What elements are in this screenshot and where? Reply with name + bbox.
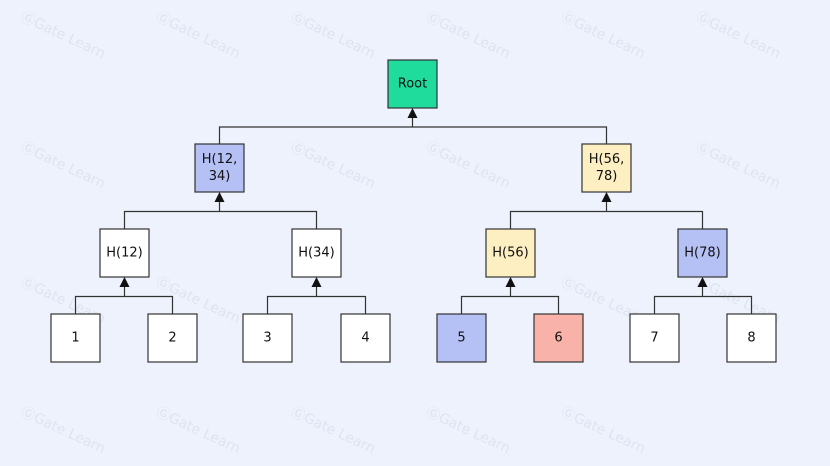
connector-line [460, 295, 560, 314]
node-box-h34 [291, 228, 342, 278]
node-label-h56: H(56) [492, 246, 528, 261]
arrow-up-icon [505, 277, 516, 287]
node-box-h1234 [194, 143, 245, 193]
node-box-l2 [147, 313, 198, 363]
watermark-text: ⒼGate Learn [288, 404, 377, 457]
watermark-text: ⒼGate Learn [288, 9, 377, 62]
node-label-h34: H(34) [298, 246, 334, 261]
watermark-text: ⒼGate Learn [693, 9, 782, 62]
node-label-h78: H(78) [684, 246, 720, 261]
node-box-l8 [726, 313, 777, 363]
node-label-l8: 8 [747, 331, 755, 346]
watermark-text: ⒼGate Learn [153, 9, 242, 62]
connector-line [218, 126, 608, 144]
arrow-up-icon [407, 108, 418, 118]
node-box-h78 [677, 228, 728, 278]
node-label-h5678: 78) [596, 169, 618, 184]
node-label-l5: 5 [457, 331, 465, 346]
watermark-text: ⒼGate Learn [18, 404, 107, 457]
watermark-text: ⒼGate Learn [423, 9, 512, 62]
node-box-h5678 [581, 143, 632, 193]
node-box-l6 [533, 313, 584, 363]
node-box-l3 [242, 313, 293, 363]
node-box-l5 [436, 313, 487, 363]
watermark-text: ⒼGate Learn [18, 139, 107, 192]
node-label-l3: 3 [263, 331, 271, 346]
node-box-l1 [50, 313, 101, 363]
node-label-l4: 4 [361, 331, 369, 346]
watermark-text: ⒼGate Learn [558, 9, 647, 62]
watermark-text: ⒼGate Learn [558, 404, 647, 457]
node-label-root: Root [398, 77, 427, 92]
connector-line [266, 295, 367, 314]
arrow-up-icon [214, 192, 225, 202]
arrow-up-icon [601, 192, 612, 202]
watermark-text: ⒼGate Learn [423, 139, 512, 192]
node-box-h12 [99, 228, 150, 278]
watermark-text: ⒼGate Learn [153, 404, 242, 457]
node-label-h5678: H(56, [589, 152, 625, 167]
node-label-l7: 7 [650, 331, 658, 346]
node-box-l4 [340, 313, 391, 363]
node-box-root [387, 59, 438, 109]
node-box-l7 [629, 313, 680, 363]
node-label-h12: H(12) [106, 246, 142, 261]
arrow-up-icon [119, 277, 130, 287]
connector-line [509, 210, 704, 229]
node-label-h1234: H(12, [202, 152, 238, 167]
node-label-l6: 6 [554, 331, 562, 346]
watermark-text: ⒼGate Learn [693, 139, 782, 192]
node-label-l2: 2 [168, 331, 176, 346]
node-box-h56 [485, 228, 536, 278]
arrow-up-icon [311, 277, 322, 287]
arrow-up-icon [697, 277, 708, 287]
watermark-text: ⒼGate Learn [18, 9, 107, 62]
watermark-text: ⒼGate Learn [288, 139, 377, 192]
connector-line [123, 210, 318, 229]
node-label-h1234: 34) [209, 169, 231, 184]
watermark-text: ⒼGate Learn [423, 404, 512, 457]
node-label-l1: 1 [71, 331, 79, 346]
